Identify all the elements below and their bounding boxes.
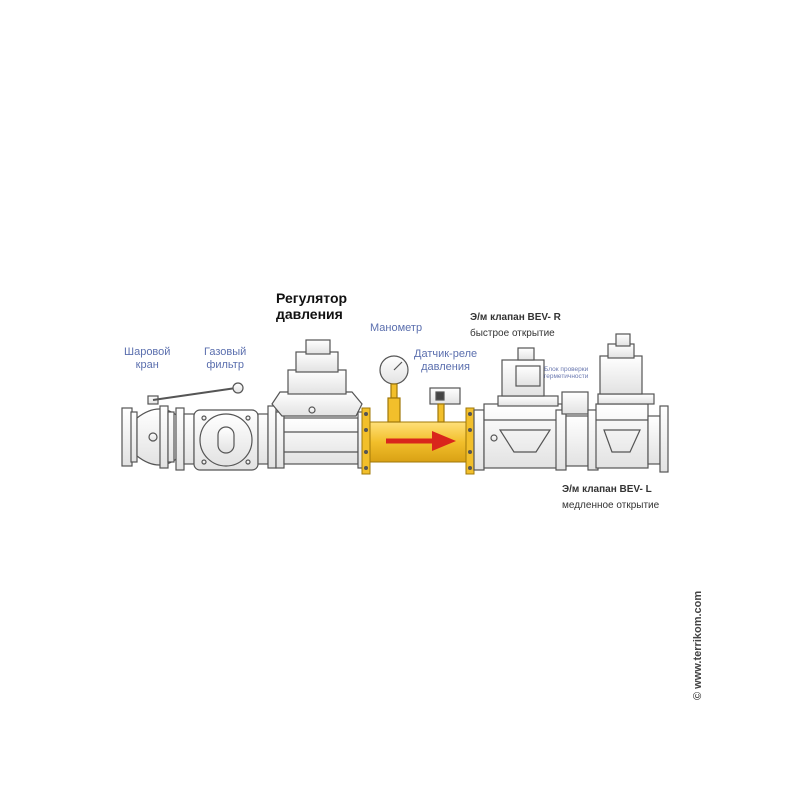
label-manometer: Манометр [370,322,423,334]
watermark: © www.terrikom.com [692,590,704,700]
pressure-switch-icon [429,387,461,423]
label-valve-l: Э/м клапан BEV- L медленное открытие [562,484,660,511]
gas-filter-icon [175,405,277,471]
ball-valve-icon [121,382,244,469]
solenoid-valve-l-icon [595,333,669,473]
label-gas-filter: Газовый фильтр [204,346,247,371]
manometer-icon [379,355,409,423]
solenoid-valve-r-icon [473,347,563,471]
label-regulator: Регулятор давления [276,290,348,323]
label-ball-valve: Шаровой кран [124,346,171,371]
label-valve-r: Э/м клапан BEV- R быстрое открытие [470,312,561,339]
label-pressure-switch: Датчик-реле давления [414,348,478,373]
flow-arrow [386,431,456,451]
label-leak-block: Блок проверки герметичности [544,366,589,381]
leak-test-block-icon [555,391,599,471]
pressure-regulator-icon [271,339,367,469]
